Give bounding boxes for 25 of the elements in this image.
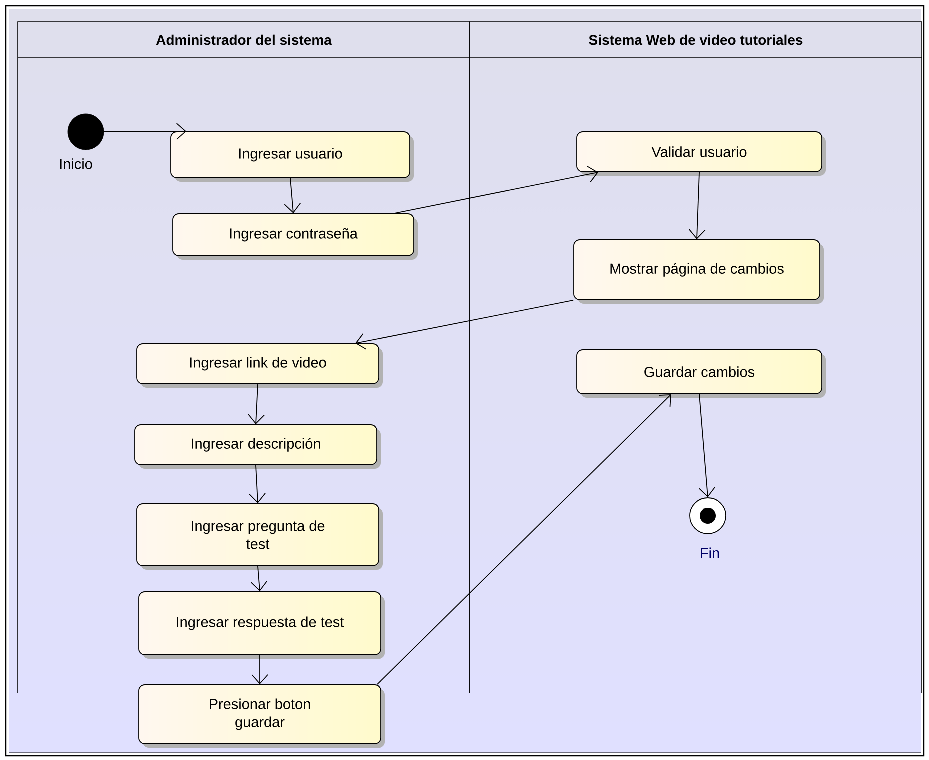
arrow: [249, 465, 266, 504]
activity-box: Ingresar descripción: [134, 424, 381, 469]
node-caption: Inicio: [60, 158, 92, 170]
activity-box: Guardar cambios: [576, 350, 826, 398]
final-node: [690, 498, 726, 534]
activity-box: Ingresar usuario: [170, 132, 414, 182]
activity-box: Ingresar contraseña: [172, 214, 418, 260]
arrow: [104, 123, 187, 140]
initial-node: [68, 114, 104, 150]
arrow: [284, 178, 302, 214]
arrow: [377, 394, 672, 685]
activity-box: Ingresar pregunta de test: [136, 504, 383, 570]
arrow: [250, 566, 268, 592]
activity-box: Ingresar respuesta de test: [138, 592, 385, 659]
activity-box: Ingresar link de video: [136, 344, 383, 388]
arrow: [394, 166, 599, 214]
activity-box: Mostrar página de cambios: [574, 240, 824, 304]
arrow: [252, 655, 268, 685]
arrow: [248, 384, 265, 425]
arrow: [355, 300, 574, 350]
arrow: [698, 394, 716, 498]
node-caption: Fin: [701, 548, 720, 558]
activity-box: Validar usuario: [576, 132, 826, 176]
arrow: [688, 172, 706, 240]
activity-box: Presionar boton guardar: [138, 684, 385, 748]
